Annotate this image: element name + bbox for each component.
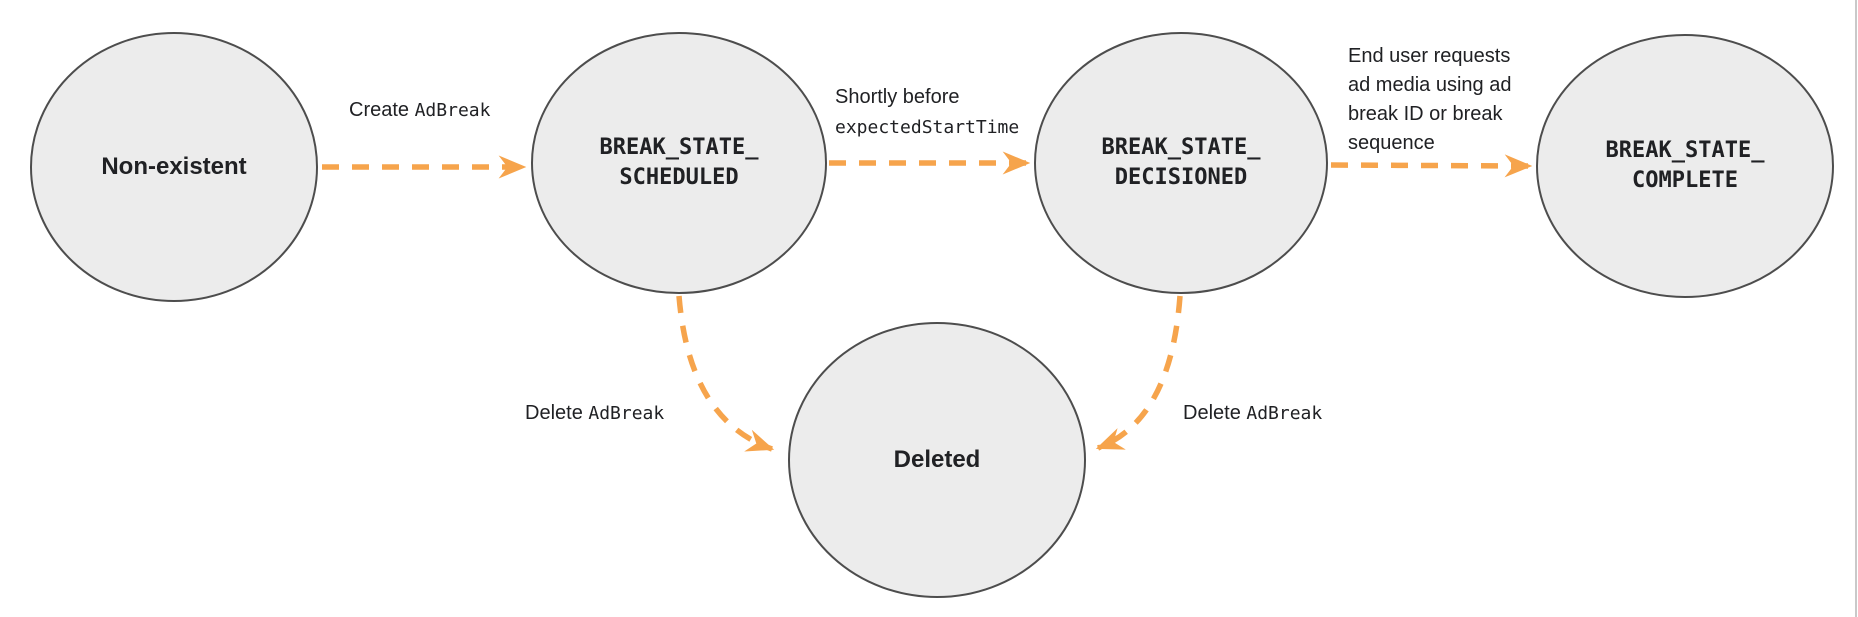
transition-label-code: AdBreak — [588, 403, 665, 424]
transition-label-delete-adbreak-left: Delete AdBreak — [525, 398, 664, 429]
transition-arrow-scheduled-to-deleted — [676, 295, 775, 452]
state-circle-deleted — [788, 322, 1086, 598]
state-label-break-state-decisioned: BREAK_STATE_ DECISIONED — [1101, 135, 1261, 190]
transition-label-create-adbreak: Create AdBreak — [349, 95, 490, 126]
transition-arrow-decisioned-to-deleted — [1095, 295, 1183, 451]
state-label-deleted: Deleted — [893, 446, 981, 473]
transition-label-code: AdBreak — [414, 100, 491, 121]
transition-label-shortly-before: Shortly before expectedStartTime — [835, 82, 1019, 143]
state-circle-break-state-decisioned — [1034, 32, 1328, 294]
state-label-non-existent: Non-existent — [101, 153, 247, 180]
transition-arrow-decisioned-to-complete — [1330, 154, 1533, 178]
transition-label-text: Shortly before — [835, 86, 960, 108]
transition-label-end-user-requests: End user requests ad media using ad brea… — [1348, 45, 1512, 154]
page-right-border — [1855, 0, 1857, 617]
transition-label-delete-adbreak-right: Delete AdBreak — [1183, 398, 1322, 429]
state-label-break-state-complete: BREAK_STATE_ COMPLETE — [1605, 138, 1765, 193]
transition-label-text: Delete — [525, 402, 589, 424]
state-label-break-state-scheduled: BREAK_STATE_ SCHEDULED — [599, 135, 759, 190]
transition-label-text: Create — [349, 99, 415, 121]
transition-label-code: AdBreak — [1246, 403, 1323, 424]
state-circle-break-state-complete — [1536, 34, 1834, 298]
state-circle-non-existent — [30, 32, 318, 302]
state-circle-break-state-scheduled — [531, 32, 827, 294]
transition-label-code: expectedStartTime — [835, 117, 1020, 138]
transition-label-text: Delete — [1183, 402, 1247, 424]
